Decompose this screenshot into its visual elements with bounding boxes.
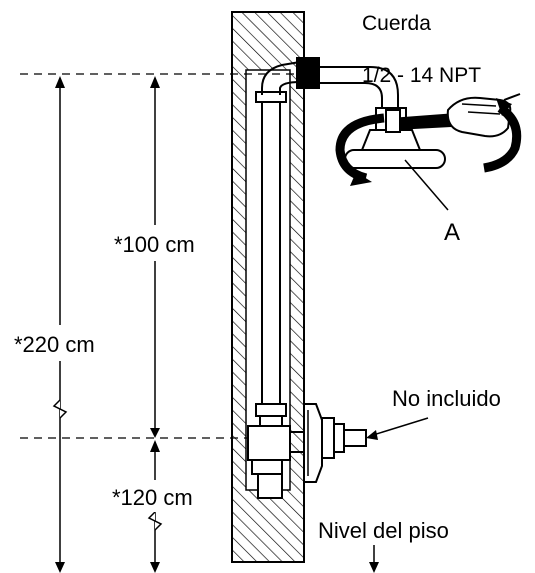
dim-220-label: *220 cm xyxy=(14,332,95,357)
dim-100-label: *100 cm xyxy=(114,232,195,257)
floor-level-label: Nivel del piso xyxy=(318,518,449,543)
part-a-label: A xyxy=(444,219,460,246)
floor-level-arrow xyxy=(369,545,379,573)
not-included-label: No incluido xyxy=(392,386,501,411)
thread-spec: 1/2 - 14 NPT xyxy=(362,64,481,87)
not-included-leader xyxy=(369,417,429,437)
part-a-leader xyxy=(404,159,449,211)
shower-arm xyxy=(320,66,399,110)
dimension-220 xyxy=(52,76,68,573)
dim-120-label: *120 cm xyxy=(112,485,193,510)
thread-connector xyxy=(296,57,320,89)
thread-title: Cuerda xyxy=(362,12,431,35)
vertical-pipe xyxy=(255,61,301,427)
valve-assembly xyxy=(247,403,367,499)
curved-arrow-icon xyxy=(335,98,522,186)
